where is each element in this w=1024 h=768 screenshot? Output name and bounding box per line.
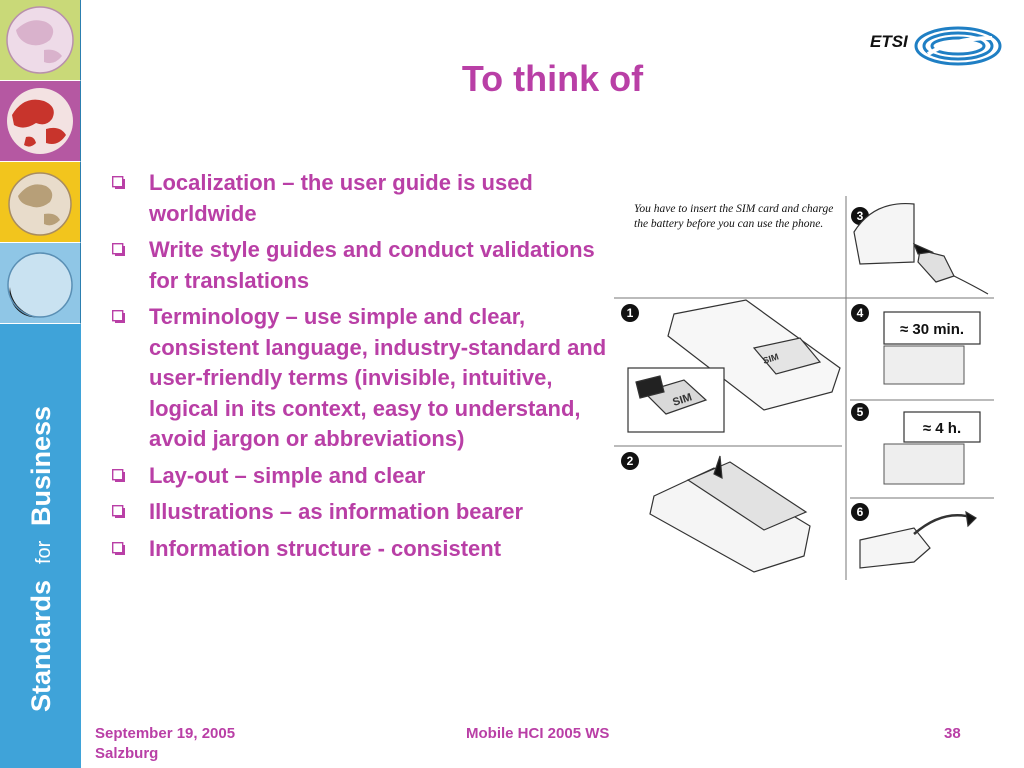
globe-red-tile	[0, 81, 81, 162]
checkbox-bullet-icon	[112, 310, 125, 323]
step-number: 5	[857, 405, 864, 419]
phone-setup-illustration: 1 2 3 4 5 6 SIM SIM ≈ 30 min. ≈ 4 h.	[614, 196, 994, 580]
charge-4h-box	[903, 411, 981, 443]
globe-blue-tile	[0, 243, 81, 324]
step-1-badge	[621, 304, 639, 322]
globe-gold-tile	[0, 162, 81, 243]
bullet-text: Illustrations – as information bearer	[149, 499, 524, 524]
battery-cover-drawing	[649, 455, 811, 573]
charge-30-box	[883, 311, 981, 345]
charger-plug-drawing	[853, 202, 989, 295]
charge-30-label: ≈ 30 min.	[900, 321, 964, 338]
charge-4h-label: ≈ 4 h.	[923, 420, 961, 437]
page-number: 38	[944, 725, 961, 742]
step-6-badge	[851, 503, 869, 521]
list-item: Write style guides and conduct validatio…	[108, 235, 608, 296]
step-5-badge	[851, 403, 869, 421]
list-item: Lay-out – simple and clear	[108, 461, 608, 492]
checkbox-bullet-icon	[112, 468, 125, 482]
footer-date: September 19, 2005	[95, 725, 236, 742]
phone-screen-drawing	[883, 345, 965, 385]
footer-location: Salzburg	[95, 745, 159, 762]
step-number: 1	[627, 306, 634, 320]
footer-date-location: September 19, 2005 Salzburg	[95, 724, 235, 764]
bullet-text: Localization – the user guide is used wo…	[149, 170, 533, 226]
globe-icon	[6, 6, 74, 74]
footer-event: Mobile HCI 2005 WS	[466, 725, 610, 742]
step-2-badge	[621, 452, 639, 470]
sidebar: Standards for Business	[0, 0, 81, 768]
list-item: Terminology – use simple and clear, cons…	[108, 302, 608, 455]
illustration-caption: You have to insert the SIM card and char…	[634, 203, 834, 230]
list-item: Localization – the user guide is used wo…	[108, 168, 608, 229]
step-4-badge	[851, 304, 869, 322]
checkbox-bullet-icon	[112, 541, 125, 555]
page-title: To think of	[461, 58, 644, 99]
brand-for: for	[33, 540, 55, 564]
standards-for-business-wordmark: Standards for Business	[26, 406, 56, 712]
checkbox-bullet-icon	[112, 505, 125, 518]
step-number: 2	[627, 454, 634, 468]
sim-label: SIM	[762, 351, 780, 365]
brand-standards: Standards	[26, 580, 56, 712]
checkbox-bullet-icon	[112, 243, 125, 256]
globe-pink-tile	[0, 0, 81, 81]
brand-business: Business	[26, 406, 56, 526]
globe-icon	[7, 252, 73, 318]
unplug-drawing	[859, 510, 977, 569]
bullet-text: Write style guides and conduct validatio…	[149, 237, 595, 293]
step-number: 4	[857, 306, 864, 320]
globe-icon	[7, 88, 73, 154]
etsi-logo: ETSI	[870, 26, 1002, 66]
sim-label: SIM	[671, 391, 693, 408]
list-item: Information structure - consistent	[108, 534, 608, 565]
checkbox-bullet-icon	[112, 176, 125, 189]
list-item: Illustrations – as information bearer	[108, 497, 608, 528]
step-number: 3	[857, 209, 864, 223]
phone-screen-drawing	[883, 443, 965, 485]
etsi-logo-text: ETSI	[870, 32, 909, 51]
bullet-text: Lay-out – simple and clear	[149, 462, 426, 488]
bullet-list: Localization – the user guide is used wo…	[108, 168, 608, 570]
sim-insert-drawing	[627, 299, 841, 433]
globe-icon	[8, 172, 72, 236]
step-number: 6	[857, 505, 864, 519]
bullet-text: Information structure - consistent	[149, 535, 502, 561]
bullet-text: Terminology – use simple and clear, cons…	[149, 304, 607, 451]
